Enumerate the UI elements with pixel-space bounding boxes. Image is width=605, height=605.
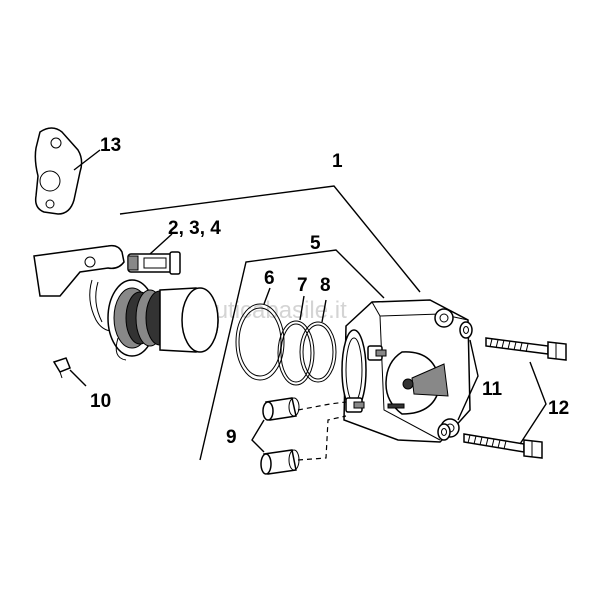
dashed-guide-9-upper [297,401,347,411]
leader-1 [119,185,421,293]
callout-13: 13 [100,135,121,156]
leader-13 [73,149,101,171]
washer-part-11-lower [437,423,451,441]
leader-7 [299,295,305,321]
valve-housing [341,299,471,443]
leader-12 [519,361,547,445]
o-ring-7 [277,320,315,386]
clip-part-10 [52,357,71,379]
callout-5: 5 [310,233,321,254]
callout-8: 8 [320,275,331,296]
callout-12: 12 [548,398,569,419]
bolt-part-12-lower [463,433,543,459]
bushing-part-9-lower [260,449,300,475]
solenoid-coil [107,279,219,361]
washer-part-11-upper [459,321,473,339]
leader-8 [321,299,327,323]
leader-10 [69,369,87,387]
callout-7: 7 [297,275,308,296]
callout-9: 9 [226,427,237,448]
dashed-guide-9-lower [297,415,347,461]
gasket-part-13 [34,127,83,215]
sensor-connector-parts-2-3-4 [33,244,181,332]
leader-2-3-4 [149,233,173,255]
callout-6: 6 [264,268,275,289]
callout-10: 10 [90,391,111,412]
leader-11 [457,339,479,421]
callout-2-3-4: 2, 3, 4 [168,218,221,239]
o-ring-6 [235,303,285,381]
o-ring-8 [299,321,337,383]
leader-5 [199,249,385,461]
callout-11: 11 [482,379,503,400]
bolt-part-12-upper [485,337,567,361]
callout-1: 1 [332,151,343,172]
leader-9 [251,419,265,453]
bushing-part-9-upper [262,397,300,421]
leader-6 [263,287,271,305]
